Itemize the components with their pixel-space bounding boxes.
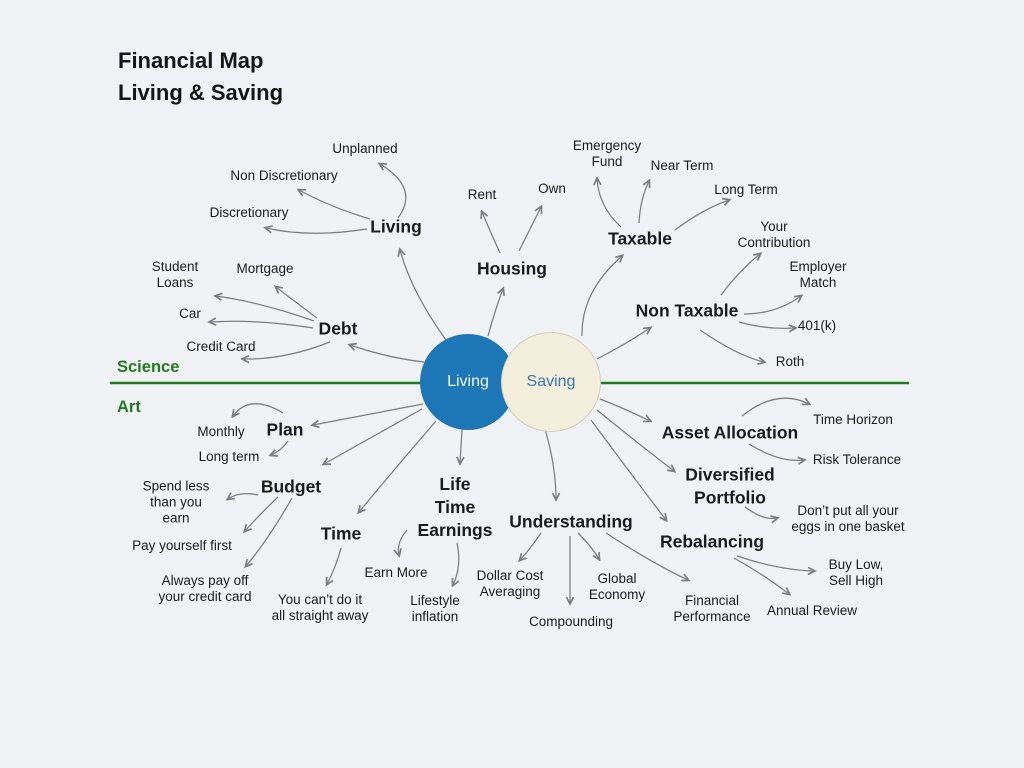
- arrow-lte-lifestyle-inflation: [453, 542, 460, 585]
- node-global-economy[interactable]: Global Economy: [588, 570, 646, 602]
- arrow-center-lifetime-earnings: [460, 429, 462, 463]
- science-section-label: Science: [117, 358, 180, 376]
- node-plan[interactable]: Plan: [266, 419, 304, 440]
- arrow-time-you-cant-do-it: [327, 547, 342, 584]
- arrow-debt-credit-card: [243, 341, 331, 359]
- node-car[interactable]: Car: [179, 305, 201, 321]
- node-financial-performance[interactable]: Financial Performance: [673, 592, 751, 624]
- arrow-non-taxable-employer-match: [743, 296, 801, 315]
- node-discretionary[interactable]: Discretionary: [209, 204, 289, 220]
- node-rent[interactable]: Rent: [467, 186, 497, 202]
- node-emergency-fund[interactable]: Emergency Fund: [572, 137, 642, 169]
- arrow-aa-time-horizon: [741, 397, 809, 417]
- arrow-lte-earn-more: [398, 529, 408, 555]
- arrow-center-time: [359, 420, 437, 512]
- arrow-budget-always-pay-off: [246, 497, 293, 566]
- living-center-node[interactable]: Living: [420, 334, 516, 430]
- living-center-label: Living: [447, 373, 489, 390]
- arrow-debt-car: [210, 321, 314, 329]
- node-rebalancing[interactable]: Rebalancing: [659, 531, 765, 552]
- node-annual-review[interactable]: Annual Review: [766, 602, 858, 618]
- arrow-center-rebalancing: [590, 419, 666, 520]
- node-dont-put-eggs[interactable]: Don’t put all your eggs in one basket: [791, 502, 905, 534]
- arrow-plan-long-term: [271, 440, 289, 455]
- arrow-budget-pay-yourself-first: [245, 496, 279, 531]
- node-asset-allocation[interactable]: Asset Allocation: [661, 422, 799, 443]
- arrow-center-non-taxable: [596, 328, 650, 360]
- node-debt[interactable]: Debt: [318, 318, 358, 339]
- node-spend-less[interactable]: Spend less than you earn: [142, 478, 210, 527]
- node-unplanned[interactable]: Unplanned: [332, 140, 398, 156]
- arrow-center-housing: [487, 289, 503, 337]
- arrow-living-non-discretionary: [299, 190, 371, 220]
- arrow-non-taxable-401k: [738, 321, 795, 328]
- node-own[interactable]: Own: [538, 180, 566, 196]
- node-pay-yourself-first[interactable]: Pay yourself first: [132, 537, 232, 553]
- node-time[interactable]: Time: [320, 523, 362, 544]
- arrow-center-diversified: [596, 409, 674, 471]
- saving-center-label: Saving: [526, 373, 576, 390]
- arrow-housing-own: [518, 207, 541, 252]
- arrow-center-asset-allocation: [599, 398, 650, 421]
- arrow-taxable-long-term: [674, 200, 729, 231]
- node-living[interactable]: Living: [370, 216, 422, 237]
- arrow-aa-risk-tolerance: [748, 443, 804, 460]
- node-non-discretionary[interactable]: Non Discretionary: [230, 167, 338, 183]
- arrow-non-taxable-roth: [699, 329, 764, 362]
- node-budget[interactable]: Budget: [260, 476, 322, 497]
- node-non-taxable[interactable]: Non Taxable: [635, 300, 739, 321]
- node-plan-long-term[interactable]: Long term: [198, 448, 260, 464]
- arrow-living-discretionary: [266, 228, 368, 234]
- arrow-debt-mortgage: [276, 287, 318, 319]
- arrow-non-taxable-your-contribution: [720, 254, 760, 296]
- node-lifestyle-inflation[interactable]: Lifestyle inflation: [410, 592, 460, 624]
- node-diversified-portfolio[interactable]: Diversified Portfolio: [685, 464, 775, 507]
- arrow-rebalancing-buy-low: [736, 555, 814, 571]
- node-long-term[interactable]: Long Term: [714, 181, 778, 197]
- arrow-taxable-near-term: [638, 181, 649, 224]
- arrow-taxable-emergency-fund: [597, 179, 622, 228]
- arrow-debt-student-loans: [216, 296, 315, 322]
- arrow-diversified-dont-put-eggs: [744, 506, 777, 519]
- node-dollar-cost-averaging[interactable]: Dollar Cost Averaging: [476, 567, 544, 599]
- arrow-center-taxable: [581, 256, 622, 337]
- node-compounding[interactable]: Compounding: [528, 613, 614, 629]
- node-buy-low-sell-high[interactable]: Buy Low, Sell High: [828, 556, 884, 588]
- node-you-cant-do-it[interactable]: You can’t do it all straight away: [271, 591, 369, 623]
- node-mortgage[interactable]: Mortgage: [236, 260, 294, 276]
- arrow-understanding-financial-performance: [605, 532, 688, 580]
- node-earn-more[interactable]: Earn More: [364, 564, 428, 580]
- arrow-living-unplanned: [380, 164, 407, 219]
- node-credit-card[interactable]: Credit Card: [186, 338, 256, 354]
- node-your-contribution[interactable]: Your Contribution: [737, 218, 811, 250]
- node-lifetime-earnings[interactable]: Life Time Earnings: [417, 473, 493, 540]
- node-risk-tolerance[interactable]: Risk Tolerance: [812, 451, 902, 467]
- arrow-center-living: [400, 250, 447, 341]
- node-housing[interactable]: Housing: [477, 258, 547, 279]
- node-student-loans[interactable]: Student Loans: [151, 258, 199, 290]
- arrow-understanding-global-economy: [577, 532, 599, 559]
- arrow-center-understanding: [544, 428, 556, 499]
- node-near-term[interactable]: Near Term: [650, 157, 714, 173]
- arrow-plan-monthly: [233, 403, 284, 416]
- arrow-center-debt: [350, 345, 425, 363]
- arrow-rebalancing-annual-review: [733, 557, 789, 594]
- node-401k[interactable]: 401(k): [797, 317, 837, 333]
- node-always-pay-off[interactable]: Always pay off your credit card: [158, 572, 252, 604]
- arrow-center-plan: [313, 403, 424, 425]
- node-understanding[interactable]: Understanding: [509, 511, 633, 532]
- arrow-budget-spend-less: [228, 494, 259, 499]
- node-employer-match[interactable]: Employer Match: [789, 258, 847, 290]
- node-taxable[interactable]: Taxable: [608, 228, 672, 249]
- saving-center-node[interactable]: Saving: [501, 332, 601, 432]
- art-section-label: Art: [117, 398, 141, 416]
- node-time-horizon[interactable]: Time Horizon: [813, 411, 893, 427]
- map-title: Financial Map Living & Saving: [118, 48, 284, 105]
- arrow-understanding-dollar-cost: [520, 532, 542, 560]
- arrow-center-budget: [324, 408, 423, 464]
- node-roth[interactable]: Roth: [775, 353, 805, 369]
- node-monthly[interactable]: Monthly: [197, 423, 245, 439]
- arrow-housing-rent: [482, 212, 501, 254]
